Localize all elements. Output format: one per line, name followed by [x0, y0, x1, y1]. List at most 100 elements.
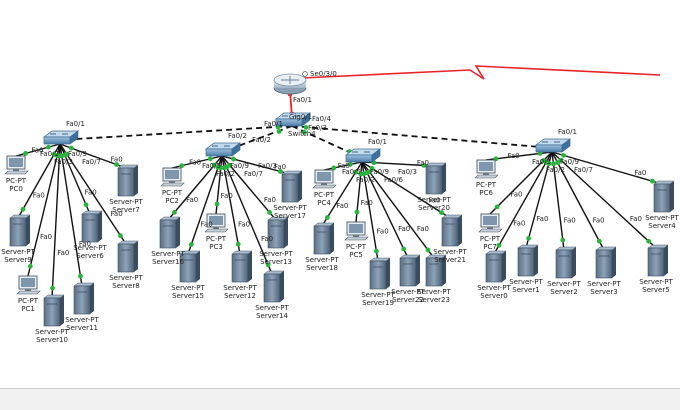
device-port-label-PC7: Fa0 — [510, 191, 522, 199]
pc-icon-PC3[interactable] — [204, 213, 229, 233]
server-icon-Server11[interactable] — [73, 282, 95, 315]
sw-port-dot-PC3 — [218, 165, 224, 171]
access-link-Server8 — [59, 143, 127, 245]
server-icon-Server6[interactable] — [81, 210, 103, 243]
dev-port-dot-Server13 — [267, 209, 272, 215]
device-port-label-PC0: Fa0 — [31, 147, 43, 155]
device-label-Server7: Server7 — [112, 206, 139, 214]
pc-icon-PC6[interactable] — [474, 159, 499, 179]
access-link-Server4 — [551, 151, 663, 185]
device-type-PC4: PC-PT — [314, 191, 335, 199]
device-port-label-Server1: Fa0 — [536, 215, 548, 223]
server-icon-Server2[interactable] — [555, 246, 577, 279]
device-port-label-Server3: Fa0 — [592, 217, 604, 225]
dev-port-dot-Server6 — [83, 202, 89, 208]
server-icon-Server1[interactable] — [517, 244, 539, 277]
device-type-Server23: Server-PT — [417, 288, 451, 296]
device-port-label-Server21: Fa0 — [428, 196, 440, 204]
dev-port-dot-Server3 — [596, 238, 602, 244]
dev-port-dot-PC5 — [354, 209, 360, 215]
device-port-label-Server19: Fa0 — [377, 227, 389, 235]
switch-icon-sw3[interactable] — [344, 148, 382, 163]
switch-port-label-sw2-3: Fa0/7 — [244, 170, 263, 178]
device-type-Server4: Server-PT — [645, 214, 679, 222]
device-label-Server15: Server15 — [172, 292, 204, 300]
sw-port-dot-Server5 — [558, 157, 564, 163]
pc-icon-PC4[interactable] — [312, 169, 337, 189]
pc-icon-PC2[interactable] — [160, 167, 185, 187]
device-type-Server21: Server-PT — [433, 248, 467, 256]
switch-port-label-sw3-3: Fa0/6 — [384, 176, 403, 184]
device-label-Server10: Server10 — [36, 336, 68, 344]
router-icon[interactable] — [273, 73, 307, 95]
device-type-PC1: PC-PT — [18, 297, 39, 305]
access-link-Server10 — [51, 143, 61, 299]
dev-port-dot-Server7 — [114, 162, 120, 167]
server-icon-Server18[interactable] — [313, 222, 335, 255]
pc-icon-PC0[interactable] — [4, 155, 29, 175]
server-icon-Server13[interactable] — [267, 216, 289, 249]
sw-port-dot-Server7 — [68, 145, 74, 151]
server-icon-Server16[interactable] — [159, 216, 181, 249]
router-port-label-gig0-1: Gig0/1 — [289, 113, 312, 121]
server-icon-Server10[interactable] — [43, 294, 65, 327]
access-link-PC7 — [489, 151, 553, 215]
serial-wan-link — [301, 65, 661, 80]
device-port-label-Server0: Fa0 — [513, 219, 525, 227]
server-icon-Server14[interactable] — [263, 270, 285, 303]
device-type-Server8: Server-PT — [109, 274, 143, 282]
dev-port-dot-Server2 — [560, 237, 566, 243]
server-icon-Server8[interactable] — [117, 240, 139, 273]
device-port-label-Server11: Fa0 — [79, 240, 91, 248]
switch-uplink-label-sw4: Fa0/1 — [558, 128, 577, 136]
server-icon-Server7[interactable] — [117, 164, 139, 197]
switch-icon-sw2[interactable] — [204, 142, 242, 157]
device-type-Server19: Server-PT — [361, 291, 395, 299]
server-icon-Server19[interactable] — [369, 257, 391, 290]
device-port-label-Server7: Fa0 — [111, 155, 123, 163]
server-icon-Server12[interactable] — [231, 250, 253, 283]
switch-port-label-sw1-2: Fa0/9 — [68, 150, 87, 158]
device-port-label-Server22: Fa0 — [398, 225, 410, 233]
trunk-link-sw4 — [291, 125, 553, 149]
device-type-PC5: PC-PT — [346, 243, 367, 251]
server-icon-Server5[interactable] — [647, 244, 669, 277]
device-type-Server9: Server-PT — [1, 248, 35, 256]
switch-port-label-sw2-2: Fa0/9 — [230, 162, 249, 170]
server-icon-Server20[interactable] — [425, 162, 447, 195]
server-icon-Server0[interactable] — [485, 250, 507, 283]
server-icon-Server21[interactable] — [441, 214, 463, 247]
device-type-Server11: Server-PT — [65, 316, 99, 324]
server-icon-Server3[interactable] — [595, 246, 617, 279]
switch-icon-sw1[interactable] — [42, 130, 80, 145]
access-link-Server5 — [551, 151, 657, 249]
server-icon-Server15[interactable] — [179, 250, 201, 283]
switch-uplink-label-sw1: Fa0/1 — [66, 120, 85, 128]
access-link-PC1 — [27, 143, 61, 277]
pc-icon-PC7[interactable] — [478, 213, 503, 233]
switch-icon-sw4[interactable] — [534, 138, 572, 153]
device-type-PC3: PC-PT — [206, 235, 227, 243]
device-port-label-Server4: Fa0 — [634, 169, 646, 177]
device-port-label-Server12: Fa0 — [238, 221, 250, 229]
device-type-PC0: PC-PT — [6, 177, 27, 185]
device-label-Server12: Server12 — [224, 292, 256, 300]
access-link-PC4 — [323, 161, 363, 171]
core-switch-icon[interactable] — [274, 112, 312, 127]
switch-port-label-sw4-2: Fa0/9 — [560, 158, 579, 166]
pc-icon-PC5[interactable] — [344, 221, 369, 241]
server-icon-Server17[interactable] — [281, 170, 303, 203]
server-icon-Server4[interactable] — [653, 180, 675, 213]
server-icon-Server23[interactable] — [425, 254, 447, 287]
device-label-Server5: Server5 — [642, 286, 669, 294]
core-port-label-0: Fa0/1 — [264, 120, 283, 128]
server-icon-Server9[interactable] — [9, 214, 31, 247]
pc-icon-PC1[interactable] — [16, 275, 41, 295]
switch-port-label-sw1-1: Fa0/3 — [54, 158, 73, 166]
device-label-Server4: Server4 — [648, 222, 676, 230]
device-label-PC3: PC3 — [209, 243, 223, 251]
device-label-PC5: PC5 — [349, 251, 363, 259]
sw-port-dot-Server1 — [546, 161, 552, 166]
server-icon-Server22[interactable] — [399, 254, 421, 287]
